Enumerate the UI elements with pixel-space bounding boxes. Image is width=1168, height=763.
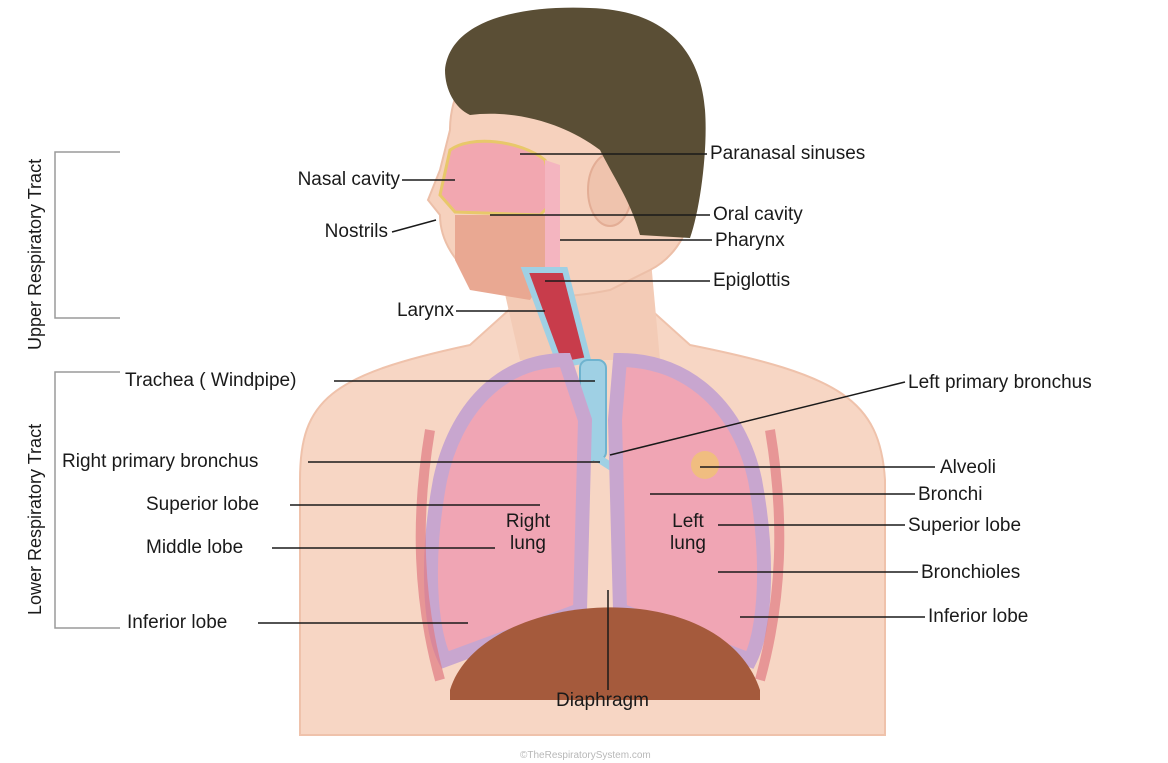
alveoli-cluster [691,451,719,479]
label-trachea: Trachea ( Windpipe) [125,370,296,392]
label-epiglottis: Epiglottis [713,270,790,292]
label-superior-lobe-right: Superior lobe [146,494,259,516]
right-lung-label-line1: Right [496,511,560,533]
lower-tract-title: Lower Respiratory Tract [25,424,46,615]
watermark: ©TheRespiratorySystem.com [520,750,651,761]
upper-tract-title: Upper Respiratory Tract [25,159,46,350]
label-paranasal-sinuses: Paranasal sinuses [710,143,865,165]
label-nostrils: Nostrils [300,221,388,243]
label-inferior-lobe-right: Inferior lobe [127,612,227,634]
label-bronchi: Bronchi [918,484,982,506]
label-right-primary-bronchus: Right primary bronchus [62,451,258,473]
label-superior-lobe-left: Superior lobe [908,515,1021,537]
label-pharynx: Pharynx [715,230,785,252]
label-inferior-lobe-left: Inferior lobe [928,606,1028,628]
label-oral-cavity: Oral cavity [713,204,803,226]
label-bronchioles: Bronchioles [921,562,1020,584]
label-middle-lobe: Middle lobe [146,537,243,559]
label-nasal-cavity: Nasal cavity [276,169,400,191]
upper-tract-bracket [55,152,120,318]
right-lung-label: Right lung [496,511,560,555]
label-left-primary-bronchus: Left primary bronchus [908,372,1092,394]
label-diaphragm: Diaphragm [556,690,649,712]
right-lung-label-line2: lung [496,533,560,555]
label-larynx: Larynx [370,300,454,322]
lower-tract-bracket [55,372,120,628]
leader-nostrils [392,220,436,232]
left-lung-label-line1: Left [660,511,716,533]
left-lung-label: Left lung [660,511,716,555]
left-lung-label-line2: lung [660,533,716,555]
label-alveoli: Alveoli [940,457,996,479]
